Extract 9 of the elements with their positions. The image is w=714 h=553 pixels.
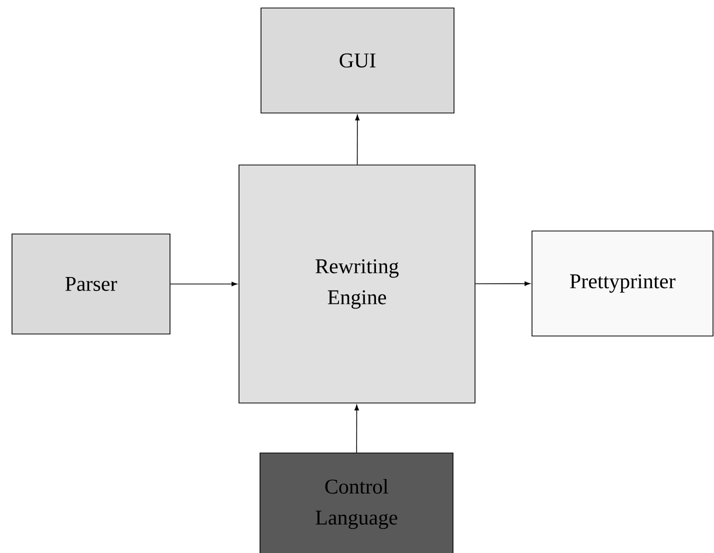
arrow: [170, 282, 238, 286]
arrow: [355, 114, 360, 165]
process-box: Prettyprinter: [532, 230, 714, 336]
process-box: GUI: [260, 8, 454, 114]
arrow: [354, 404, 359, 453]
process-box: Parser: [12, 234, 170, 334]
process-box: Control Language: [260, 452, 454, 553]
process-box: Rewriting Engine: [238, 164, 476, 404]
arrow: [475, 281, 530, 286]
